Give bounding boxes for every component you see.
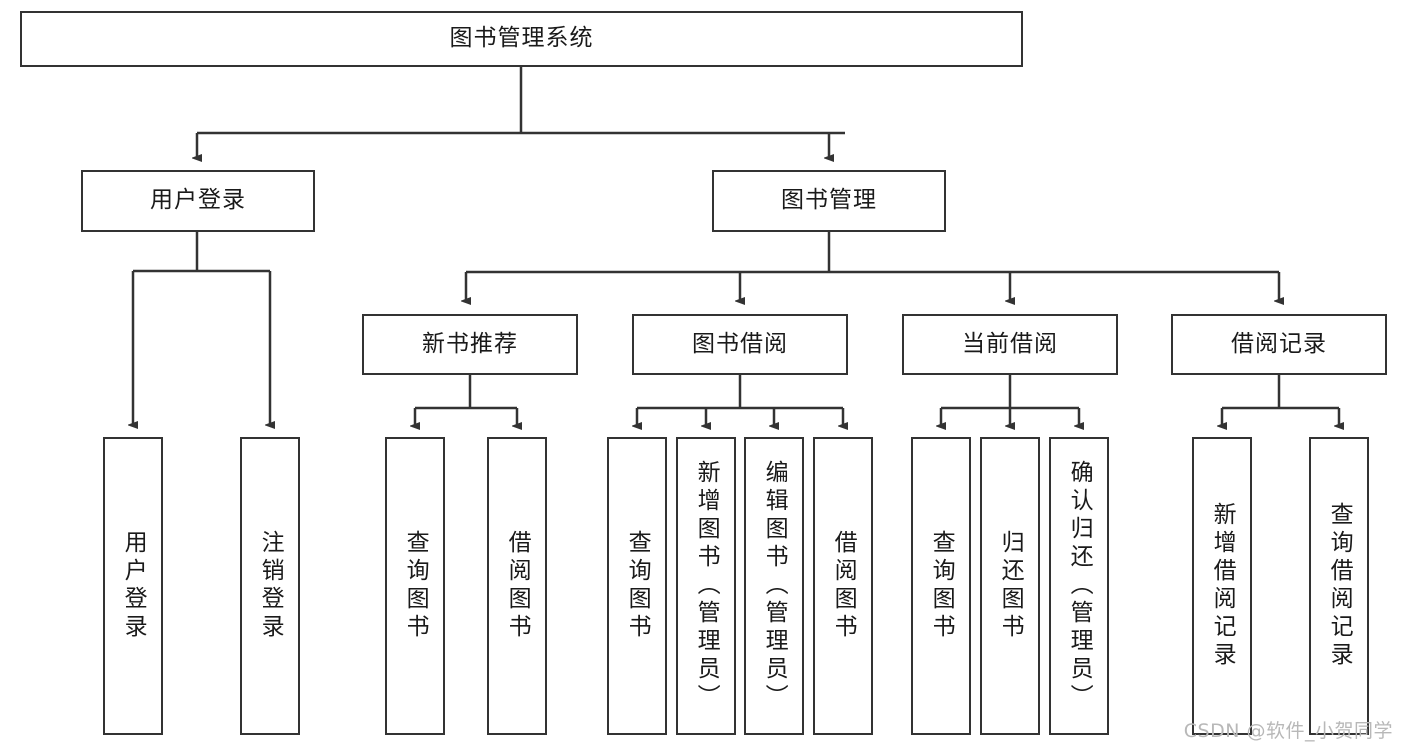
node-new-book-recommend-label: 新书推荐 bbox=[422, 330, 518, 357]
node-root-label: 图书管理系统 bbox=[449, 25, 594, 52]
node-leaf-add-record-label: 新增借阅记录 bbox=[1209, 502, 1236, 670]
node-leaf-query-record-label: 查询借阅记录 bbox=[1326, 502, 1353, 670]
node-leaf-query-book-1-label: 查询图书 bbox=[402, 530, 429, 642]
node-leaf-query-book-3[interactable]: 查询图书 bbox=[911, 437, 971, 735]
node-user-login-label: 用户登录 bbox=[150, 187, 246, 214]
node-leaf-confirm-return[interactable]: 确认归还（管理员） bbox=[1049, 437, 1109, 735]
node-leaf-borrow-book-1-label: 借阅图书 bbox=[504, 530, 531, 642]
node-leaf-user-logout[interactable]: 注销登录 bbox=[240, 437, 300, 735]
node-leaf-borrow-book-2-label: 借阅图书 bbox=[830, 530, 857, 642]
node-user-login[interactable]: 用户登录 bbox=[81, 170, 315, 232]
node-leaf-query-book-3-label: 查询图书 bbox=[928, 530, 955, 642]
node-book-manage-label: 图书管理 bbox=[781, 187, 877, 214]
node-leaf-query-book-1[interactable]: 查询图书 bbox=[385, 437, 445, 735]
node-root-system[interactable]: 图书管理系统 bbox=[20, 11, 1023, 67]
node-leaf-confirm-return-label: 确认归还（管理员） bbox=[1066, 460, 1093, 712]
node-book-borrow[interactable]: 图书借阅 bbox=[632, 314, 848, 375]
node-leaf-query-record[interactable]: 查询借阅记录 bbox=[1309, 437, 1369, 735]
node-leaf-add-book-label: 新增图书（管理员） bbox=[693, 460, 720, 712]
node-leaf-return-book[interactable]: 归还图书 bbox=[980, 437, 1040, 735]
node-new-book-recommend[interactable]: 新书推荐 bbox=[362, 314, 578, 375]
node-leaf-return-book-label: 归还图书 bbox=[997, 530, 1024, 642]
watermark-text: CSDN @软件_小贺同学 bbox=[1183, 720, 1393, 742]
node-leaf-borrow-book-1[interactable]: 借阅图书 bbox=[487, 437, 547, 735]
node-leaf-user-logout-label: 注销登录 bbox=[257, 530, 284, 642]
node-leaf-edit-book-label: 编辑图书（管理员） bbox=[761, 460, 788, 712]
node-leaf-add-record[interactable]: 新增借阅记录 bbox=[1192, 437, 1252, 735]
node-book-borrow-label: 图书借阅 bbox=[692, 330, 788, 357]
node-borrow-record-label: 借阅记录 bbox=[1231, 330, 1327, 357]
node-leaf-query-book-2-label: 查询图书 bbox=[624, 530, 651, 642]
node-current-borrow-label: 当前借阅 bbox=[962, 330, 1058, 357]
node-leaf-user-login[interactable]: 用户登录 bbox=[103, 437, 163, 735]
node-leaf-add-book[interactable]: 新增图书（管理员） bbox=[676, 437, 736, 735]
node-leaf-query-book-2[interactable]: 查询图书 bbox=[607, 437, 667, 735]
node-book-manage[interactable]: 图书管理 bbox=[712, 170, 946, 232]
node-leaf-edit-book[interactable]: 编辑图书（管理员） bbox=[744, 437, 804, 735]
node-leaf-borrow-book-2[interactable]: 借阅图书 bbox=[813, 437, 873, 735]
node-current-borrow[interactable]: 当前借阅 bbox=[902, 314, 1118, 375]
node-leaf-user-login-label: 用户登录 bbox=[120, 530, 147, 642]
node-borrow-record[interactable]: 借阅记录 bbox=[1171, 314, 1387, 375]
